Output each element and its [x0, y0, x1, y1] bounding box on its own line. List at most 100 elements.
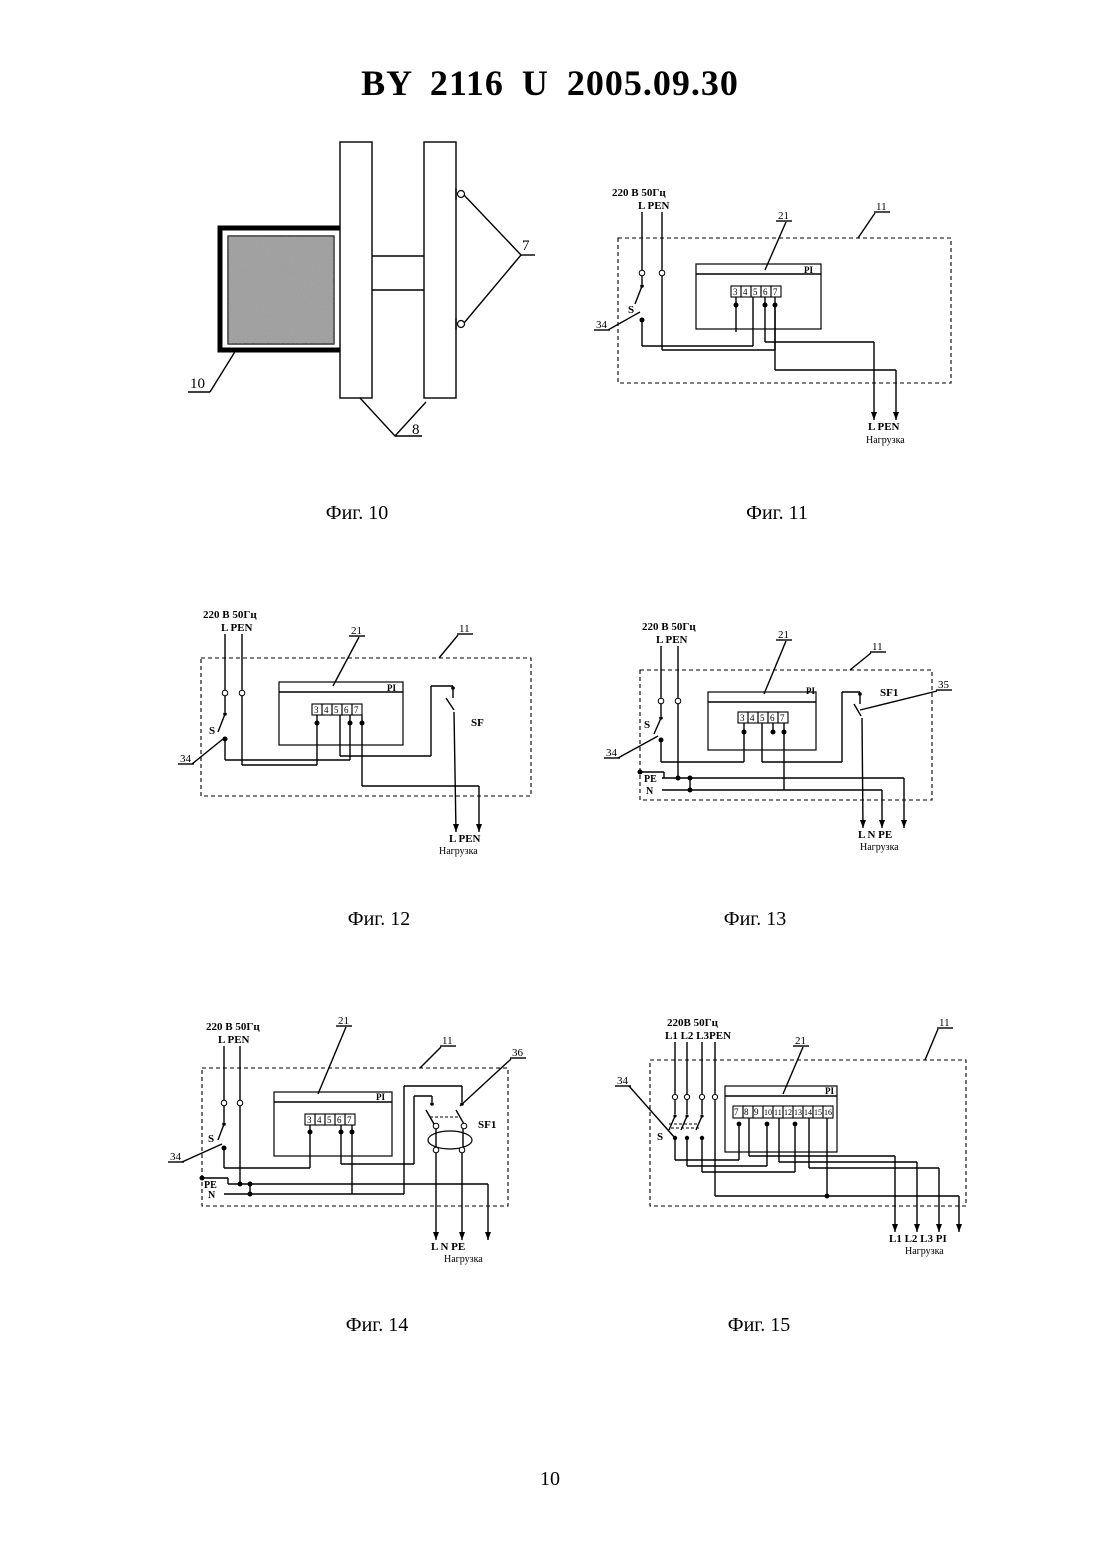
relay-label: PI	[387, 683, 396, 693]
out-lines-label: L N PE	[431, 1241, 465, 1253]
label-11: 11	[442, 1035, 453, 1047]
caption-fig-13: Фиг. 13	[675, 908, 835, 931]
terminal-block: 3 4 5 6 7	[312, 704, 362, 715]
svg-text:6: 6	[770, 713, 775, 723]
svg-text:6: 6	[344, 705, 349, 715]
svg-text:4: 4	[324, 705, 329, 715]
figure-15-drawing: 220В 50Гц L1 L2 L3PEN 21 11 34 PI 789101…	[605, 1010, 975, 1260]
load-label: Нагрузка	[860, 842, 899, 853]
out-lines-label: L1 L2 L3 PI	[889, 1233, 947, 1245]
out-lines-label: L N PE	[858, 829, 892, 841]
terminal-block: 3 4 5 6 7	[305, 1114, 355, 1125]
out-lines-label: L PEN	[868, 421, 900, 433]
figure-12: 220 В 50Гц L PEN 21 11 PI 3 4 5 6 7 S	[175, 602, 540, 862]
terminal-number: 8	[744, 1107, 749, 1117]
svg-text:3: 3	[733, 287, 738, 297]
label-11: 11	[876, 201, 887, 213]
svg-text:4: 4	[743, 287, 748, 297]
supply-label: 220 В 50Гц	[203, 609, 257, 621]
caption-fig-14: Фиг. 14	[297, 1314, 457, 1337]
label-10: 10	[190, 376, 205, 392]
n-label: N	[208, 1190, 216, 1201]
enclosure-11	[650, 1060, 966, 1206]
breaker-label: SF1	[478, 1119, 496, 1131]
label-11: 11	[939, 1017, 950, 1029]
label-11: 11	[872, 641, 883, 653]
page-number: 10	[0, 1468, 1100, 1491]
load-label: Нагрузка	[866, 435, 905, 446]
supply-lines-label: L PEN	[218, 1034, 250, 1046]
svg-text:7: 7	[347, 1115, 352, 1125]
breaker-label: SF	[471, 717, 484, 729]
figure-11: 220 В 50Гц L PEN 21 11 PI 3 4 5 6 7 S	[590, 180, 960, 450]
supply-lines-label: L PEN	[221, 622, 253, 634]
supply-wires	[669, 1042, 718, 1196]
caption-fig-15: Фиг. 15	[679, 1314, 839, 1337]
terminal-block: 78910111213141516	[733, 1106, 833, 1118]
caption-fig-10: Фиг. 10	[277, 502, 437, 525]
svg-text:3: 3	[314, 705, 319, 715]
relay-label: PI	[804, 265, 813, 275]
supply-label: 220В 50Гц	[667, 1017, 719, 1029]
load-label: Нагрузка	[439, 846, 478, 857]
terminal-block: 3 4 5 6 7	[731, 286, 781, 297]
figure-13-drawing: 220 В 50Гц L PEN 21 11 35 PI 3 4 5 6 7	[598, 614, 968, 862]
supply-lines-label: L PEN	[638, 200, 670, 212]
terminal-number: 9	[754, 1107, 759, 1117]
figure-13: 220 В 50Гц L PEN 21 11 35 PI 3 4 5 6 7	[598, 614, 968, 862]
figure-10-drawing: 7 8 10	[180, 138, 540, 450]
load-label: Нагрузка	[905, 1246, 944, 1257]
relay-label: PI	[376, 1092, 385, 1102]
n-label: N	[646, 786, 654, 797]
caption-fig-12: Фиг. 12	[299, 908, 459, 931]
bar-left	[340, 142, 372, 398]
label-21: 21	[778, 629, 789, 641]
switch-label: S	[209, 725, 215, 737]
svg-text:6: 6	[763, 287, 768, 297]
label-8: 8	[412, 422, 420, 438]
label-35: 35	[938, 679, 950, 691]
switch-label: S	[657, 1131, 663, 1143]
supply-lines-label: L PEN	[656, 634, 688, 646]
terminal-number: 16	[824, 1108, 832, 1117]
label-34: 34	[180, 753, 192, 765]
svg-text:5: 5	[753, 287, 758, 297]
out-lines-label: L PEN	[449, 833, 481, 845]
svg-text:5: 5	[327, 1115, 332, 1125]
terminal-number: 14	[804, 1108, 812, 1117]
load-label: Нагрузка	[444, 1254, 483, 1265]
supply-label: 220 В 50Гц	[206, 1021, 260, 1033]
pin-circle-bottom	[458, 321, 465, 328]
page-title: BY 2116 U 2005.09.30	[0, 62, 1100, 104]
label-34: 34	[170, 1151, 182, 1163]
svg-text:5: 5	[760, 713, 765, 723]
switch-label: S	[208, 1133, 214, 1145]
enclosure-11	[618, 238, 951, 383]
relay-label: PI	[806, 686, 815, 696]
label-34: 34	[617, 1075, 629, 1087]
relay-label: PI	[825, 1086, 834, 1096]
label-21: 21	[338, 1015, 349, 1027]
terminal-number: 13	[794, 1108, 802, 1117]
svg-text:3: 3	[740, 713, 745, 723]
svg-text:4: 4	[317, 1115, 322, 1125]
switch-label: S	[644, 719, 650, 731]
svg-text:5: 5	[334, 705, 339, 715]
terminal-block: 3 4 5 6 7	[738, 712, 788, 723]
figure-11-drawing: 220 В 50Гц L PEN 21 11 PI 3 4 5 6 7 S	[590, 180, 960, 450]
pe-label: PE	[644, 774, 657, 785]
caption-fig-11: Фиг. 11	[697, 502, 857, 525]
label-36: 36	[512, 1047, 524, 1059]
svg-text:4: 4	[750, 713, 755, 723]
svg-text:3: 3	[307, 1115, 312, 1125]
terminal-number: 10	[764, 1108, 772, 1117]
supply-label: 220 В 50Гц	[612, 187, 666, 199]
terminal-number: 15	[814, 1108, 822, 1117]
label-34: 34	[596, 319, 608, 331]
figure-14-drawing: 220 В 50Гц L PEN 21 11 36 PI 3 4 5 6 7	[168, 1010, 540, 1270]
terminal-number: 7	[734, 1107, 739, 1117]
svg-text:7: 7	[773, 287, 778, 297]
supply-lines-label: L1 L2 L3PEN	[665, 1030, 731, 1042]
breaker-label: SF1	[880, 687, 898, 699]
figure-15: 220В 50Гц L1 L2 L3PEN 21 11 34 PI 789101…	[605, 1010, 975, 1260]
